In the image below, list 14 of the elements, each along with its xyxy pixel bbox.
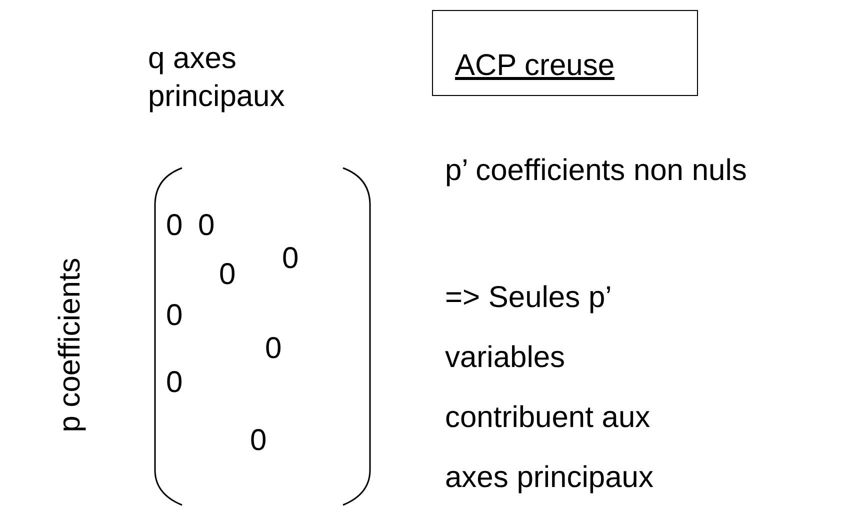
matrix-entry: 0 (265, 331, 282, 367)
column-label: q axes principaux (148, 41, 286, 115)
title-text: ACP creuse (455, 48, 615, 84)
matrix-entry: 0 (219, 257, 236, 293)
matrix-entry: 0 (166, 208, 183, 244)
matrix-entry: 0 (250, 423, 267, 459)
row-label: p coefficients (52, 258, 87, 432)
matrix-entry: 0 (198, 208, 215, 244)
matrix-entry: 0 (166, 298, 183, 334)
matrix-entry: 0 (282, 241, 299, 277)
title-box (432, 10, 698, 96)
note-text: p’ coefficients non nuls (445, 153, 748, 189)
note-text: => Seules p’ variables contribuent aux axes principaux (445, 280, 654, 496)
matrix-entry: 0 (166, 365, 183, 401)
